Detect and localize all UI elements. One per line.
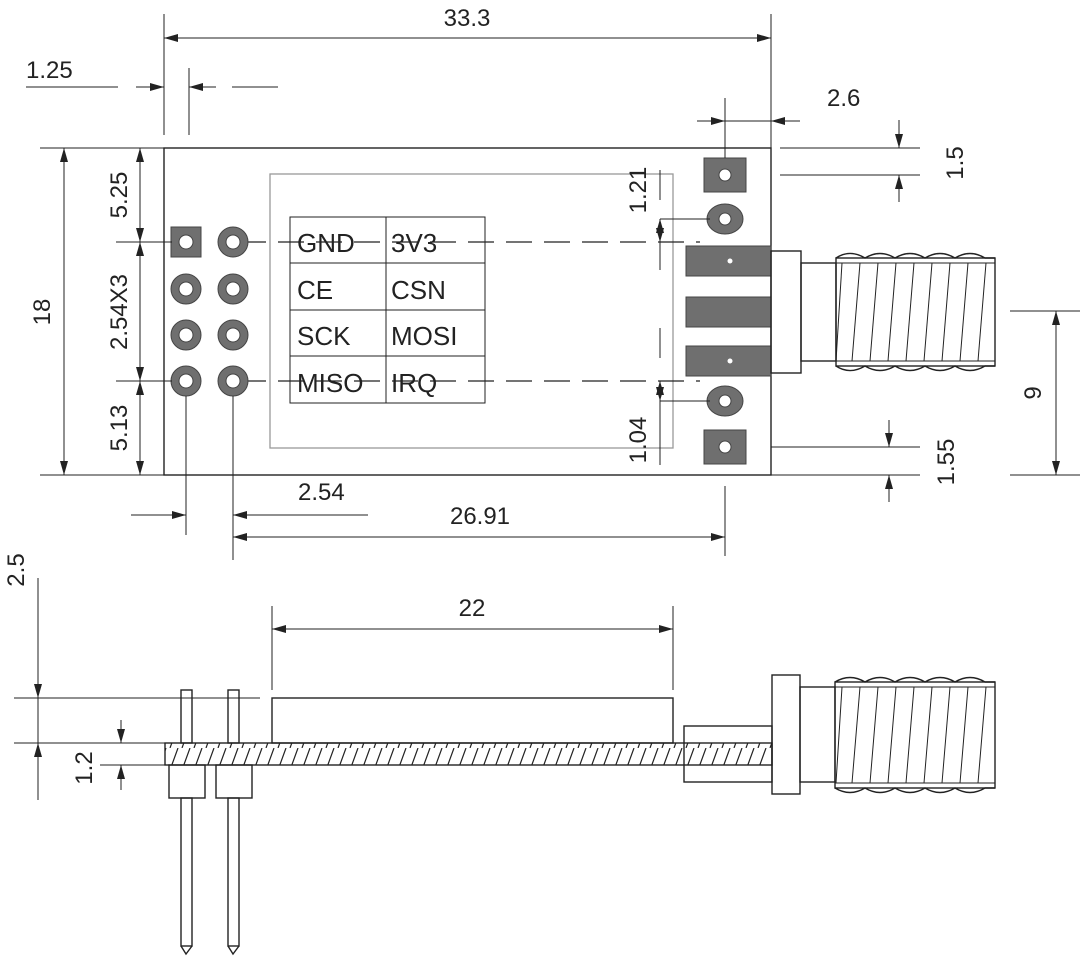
dim-header-offset: 1.25: [26, 57, 73, 84]
pin-label-miso: MISO: [297, 368, 363, 398]
dim-bottom-pad-offset: 1.55: [933, 439, 960, 486]
dim-pin-pitch: 2.54: [298, 479, 345, 506]
pin-label-ce: CE: [297, 275, 333, 305]
pin-table: GND 3V3 CE CSN SCK MOSI MISO IRQ: [289, 216, 486, 404]
pin-label-irq: IRQ: [391, 368, 437, 398]
pin-label-3v3: 3V3: [391, 228, 437, 258]
pin-label-csn: CSN: [391, 275, 446, 305]
antenna-side-pads: [685, 157, 772, 465]
pin-label-sck: SCK: [297, 321, 351, 351]
pcb-side: [164, 742, 773, 766]
sma-connector-side: [683, 674, 996, 795]
pin-label-gnd: GND: [297, 228, 355, 258]
dim-antenna-offset: 2.6: [827, 85, 860, 112]
dim-pitch-multiple: 2.54X3: [106, 274, 133, 350]
top-view: GND 3V3 CE CSN SCK MOSI MISO IRQ: [26, 5, 1080, 560]
dim-pitch-bottom-offset: 5.13: [106, 405, 133, 452]
dim-overall-length: 33.3: [444, 5, 491, 32]
side-view: 22 2.5 1.2: [3, 553, 996, 956]
header-pads: [170, 226, 249, 397]
dim-pcb-thickness: 1.2: [71, 751, 98, 784]
shield-outline: [269, 173, 674, 449]
dim-ant-pad-bottom-gap: 1.04: [625, 417, 652, 464]
dim-component-height: 2.5: [3, 553, 30, 586]
dim-overall-width: 18: [29, 299, 56, 326]
dim-top-pad-offset: 1.5: [942, 146, 969, 179]
dim-connector-width: 9: [1020, 386, 1047, 399]
pcb-outline: [163, 147, 772, 476]
pin-label-mosi: MOSI: [391, 321, 457, 351]
sma-connector-top: [770, 250, 996, 374]
shield-side: [271, 697, 674, 744]
dim-ant-pad-top-gap: 1.21: [625, 167, 652, 214]
dim-pitch-top-offset: 5.25: [106, 172, 133, 219]
header-pins-side: [168, 689, 253, 956]
dim-pin-to-antenna: 26.91: [450, 503, 510, 530]
dim-shield-length: 22: [459, 595, 486, 622]
